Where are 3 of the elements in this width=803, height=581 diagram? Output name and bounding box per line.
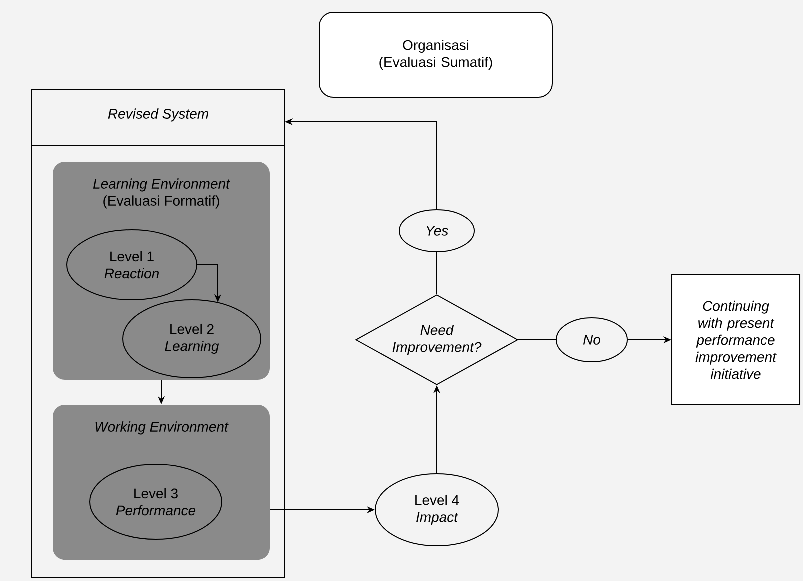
organisation-box: Organisasi (Evaluasi Sumatif) — [319, 12, 553, 98]
connector-line — [436, 252, 438, 295]
outcome-box: Continuing with present performance improvement initiative — [672, 274, 800, 406]
